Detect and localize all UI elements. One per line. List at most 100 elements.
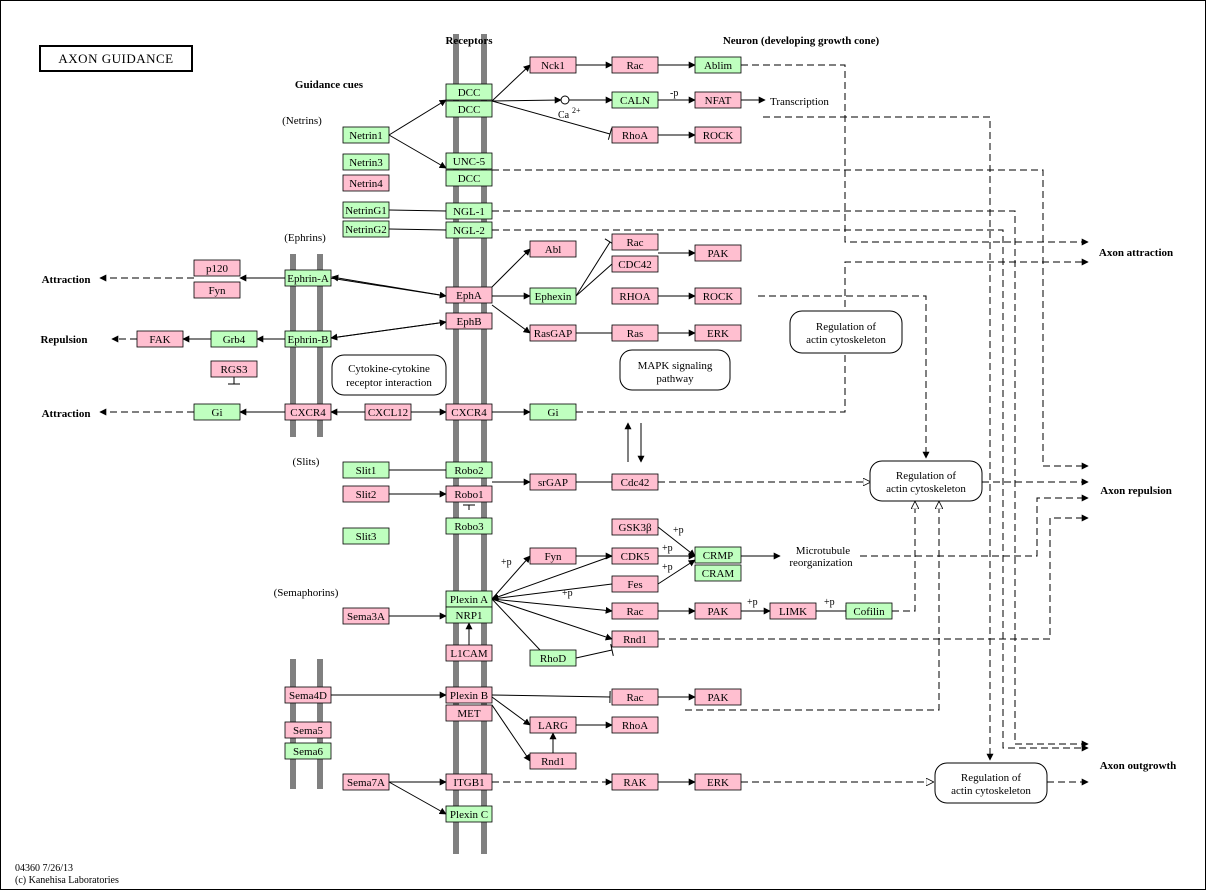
- gene-node-rak[interactable]: RAK: [611, 773, 659, 791]
- gene-node-caln[interactable]: CALN: [611, 91, 659, 109]
- gene-node-rac-3[interactable]: Rac: [611, 602, 659, 620]
- gene-node-netring1[interactable]: NetrinG1: [342, 201, 390, 219]
- gene-node-erk-2[interactable]: ERK: [694, 773, 742, 791]
- gene-node-cxcr4-r[interactable]: CXCR4: [445, 403, 493, 421]
- gene-node-pak-2[interactable]: PAK: [694, 602, 742, 620]
- gene-node-rock-1[interactable]: ROCK: [694, 126, 742, 144]
- gene-node-crmp[interactable]: CRMP: [694, 546, 742, 564]
- gene-node-sema5[interactable]: Sema5: [284, 721, 332, 739]
- gene-node-rac-2[interactable]: Rac: [611, 233, 659, 251]
- gene-node-rock-2[interactable]: ROCK: [694, 287, 742, 305]
- relation-edge: [741, 64, 1089, 246]
- gene-node-slit3[interactable]: Slit3: [342, 527, 390, 545]
- gene-node-slit1[interactable]: Slit1: [342, 461, 390, 479]
- gene-node-p120[interactable]: p120: [193, 259, 241, 277]
- gene-node-sema3a[interactable]: Sema3A: [342, 607, 390, 625]
- process-mapk[interactable]: MAPK signaling pathway: [619, 349, 731, 391]
- gene-node-itgb1[interactable]: ITGB1: [445, 773, 493, 791]
- gene-node-label: Fyn: [544, 551, 562, 563]
- gene-node-netring2[interactable]: NetrinG2: [342, 220, 390, 238]
- gene-node-cdk5[interactable]: CDK5: [611, 547, 659, 565]
- gene-node-ablim[interactable]: Ablim: [694, 56, 742, 74]
- gene-node-ngl1[interactable]: NGL-1: [445, 202, 493, 220]
- relation-edge: [892, 502, 915, 612]
- gene-node-fes[interactable]: Fes: [611, 575, 659, 593]
- gene-node-rnd1-1[interactable]: Rnd1: [611, 630, 659, 648]
- gene-node-cdc42-1[interactable]: CDC42: [611, 255, 659, 273]
- gene-node-cram[interactable]: CRAM: [694, 564, 742, 582]
- gene-node-sema4d[interactable]: Sema4D: [284, 686, 332, 704]
- gene-node-rhod[interactable]: RhoD: [529, 649, 577, 667]
- gene-node-netrin4[interactable]: Netrin4: [342, 174, 390, 192]
- gene-node-ephb[interactable]: EphB: [445, 312, 493, 330]
- gene-node-box: [611, 547, 659, 565]
- gene-node-erk-1[interactable]: ERK: [694, 324, 742, 342]
- gene-node-fyn-2[interactable]: Fyn: [529, 547, 577, 565]
- gene-node-rac-1[interactable]: Rac: [611, 56, 659, 74]
- process-actin-1[interactable]: Regulation of actin cytoskeleton: [789, 310, 903, 354]
- gene-node-dcc-b[interactable]: DCC: [445, 100, 493, 118]
- gene-node-epha[interactable]: EphA: [445, 286, 493, 304]
- gene-node-rhoa-1[interactable]: RhoA: [611, 126, 659, 144]
- gene-node-plexinc[interactable]: Plexin C: [445, 805, 493, 823]
- gene-node-plexina[interactable]: Plexin A: [445, 590, 493, 608]
- gene-node-larg[interactable]: LARG: [529, 716, 577, 734]
- gene-node-gi-l[interactable]: Gi: [193, 403, 241, 421]
- gene-node-l1cam[interactable]: L1CAM: [445, 644, 493, 662]
- gene-node-cxcl12[interactable]: CXCL12: [364, 403, 412, 421]
- gene-node-robo2[interactable]: Robo2: [445, 461, 493, 479]
- gene-node-ngl2[interactable]: NGL-2: [445, 221, 493, 239]
- gene-node-cofilin[interactable]: Cofilin: [845, 602, 893, 620]
- gene-node-gi-r[interactable]: Gi: [529, 403, 577, 421]
- label-plus-p-7: +p: [824, 597, 835, 608]
- gene-node-ras[interactable]: Ras: [611, 324, 659, 342]
- gene-node-rac-4[interactable]: Rac: [611, 688, 659, 706]
- gene-node-gsk3b[interactable]: GSK3β: [611, 518, 659, 536]
- gene-node-unc5[interactable]: UNC-5: [445, 152, 493, 170]
- gene-node-rnd1-2[interactable]: Rnd1: [529, 752, 577, 770]
- gene-node-fak[interactable]: FAK: [136, 330, 184, 348]
- gene-node-rhoa-3[interactable]: RhoA: [611, 716, 659, 734]
- gene-node-rasgap[interactable]: RasGAP: [529, 324, 577, 342]
- gene-node-dcc-a[interactable]: DCC: [445, 83, 493, 101]
- gene-node-box: [529, 240, 577, 258]
- gene-node-netrin3[interactable]: Netrin3: [342, 153, 390, 171]
- gene-node-box: [529, 649, 577, 667]
- gene-node-dcc-c[interactable]: DCC: [445, 169, 493, 187]
- gene-node-srgap[interactable]: srGAP: [529, 473, 577, 491]
- gene-node-box: [529, 324, 577, 342]
- gene-node-met[interactable]: MET: [445, 704, 493, 722]
- gene-node-box: [529, 403, 577, 421]
- gene-node-pak-1[interactable]: PAK: [694, 244, 742, 262]
- gene-node-fyn-1[interactable]: Fyn: [193, 281, 241, 299]
- gene-node-plexinb[interactable]: Plexin B: [445, 686, 493, 704]
- gene-node-cdc42-2[interactable]: Cdc42: [611, 473, 659, 491]
- process-actin-2[interactable]: Regulation of actin cytoskeleton: [869, 460, 983, 502]
- gene-node-grb4[interactable]: Grb4: [210, 330, 258, 348]
- gene-node-cxcr4-l[interactable]: CXCR4: [284, 403, 332, 421]
- gene-node-label: CXCR4: [451, 407, 487, 419]
- gene-node-nfat[interactable]: NFAT: [694, 91, 742, 109]
- gene-node-ephexin[interactable]: Ephexin: [529, 287, 577, 305]
- process-actin-3[interactable]: Regulation of actin cytoskeleton: [934, 762, 1048, 804]
- process-cytokine[interactable]: Cytokine-cytokine receptor interaction: [331, 354, 447, 396]
- gene-node-nck1[interactable]: Nck1: [529, 56, 577, 74]
- gene-node-robo3[interactable]: Robo3: [445, 517, 493, 535]
- gene-node-label: Netrin1: [349, 130, 383, 142]
- gene-node-box: [611, 255, 659, 273]
- gene-node-pak-3[interactable]: PAK: [694, 688, 742, 706]
- gene-node-netrin1[interactable]: Netrin1: [342, 126, 390, 144]
- gene-node-rhoa-2[interactable]: RHOA: [611, 287, 659, 305]
- gene-node-nrp1[interactable]: NRP1: [445, 606, 493, 624]
- gene-node-limk[interactable]: LIMK: [769, 602, 817, 620]
- gene-node-sema6[interactable]: Sema6: [284, 742, 332, 760]
- gene-node-rgs3[interactable]: RGS3: [210, 360, 258, 378]
- gene-node-label: DCC: [458, 87, 481, 99]
- gene-node-robo1[interactable]: Robo1: [445, 485, 493, 503]
- gene-node-abl[interactable]: Abl: [529, 240, 577, 258]
- gene-node-slit2[interactable]: Slit2: [342, 485, 390, 503]
- gene-node-ephrina[interactable]: Ephrin-A: [284, 269, 332, 287]
- gene-node-ephrinb[interactable]: Ephrin-B: [284, 330, 332, 348]
- gene-node-sema7a[interactable]: Sema7A: [342, 773, 390, 791]
